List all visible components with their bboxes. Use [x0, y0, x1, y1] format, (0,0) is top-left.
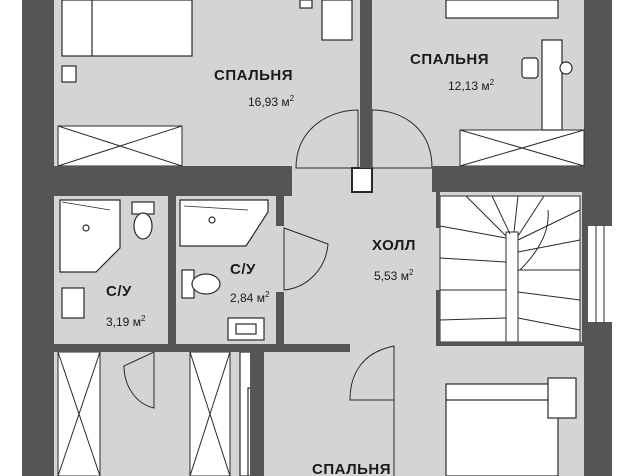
- room-name-bedroom-2: СПАЛЬНЯ: [410, 51, 489, 68]
- bathroom-2-fixtures: [179, 199, 269, 341]
- bed-bedroom-3: [445, 383, 559, 476]
- staircase: [439, 195, 581, 343]
- room-area-bathroom-1: 3,19 м2: [106, 314, 146, 329]
- room-name-bathroom-1: С/У: [106, 283, 132, 300]
- room-name-bedroom-1: СПАЛЬНЯ: [214, 67, 293, 84]
- beds: [61, 0, 577, 476]
- room-area-bedroom-1: 16,93 м2: [248, 94, 295, 109]
- door-swings: [123, 109, 433, 476]
- bed-bedroom-1: [61, 0, 193, 57]
- desk-bedroom-2: [541, 39, 563, 131]
- room-area-bathroom-2: 2,84 м2: [230, 290, 270, 305]
- window-right: [588, 226, 612, 322]
- room-area-bedroom-2: 12,13 м2: [448, 78, 495, 93]
- shower-icon: [179, 199, 269, 247]
- exterior-margin-right: [612, 0, 634, 476]
- room-area-hall: 5,53 м2: [374, 268, 414, 283]
- structural-column: [351, 167, 373, 193]
- room-name-bedroom-3: СПАЛЬНЯ: [312, 461, 391, 476]
- exterior-margin-left: [0, 0, 22, 476]
- toilet-icon: [131, 201, 155, 215]
- bathroom-1-fixtures: [59, 199, 155, 319]
- room-name-bathroom-2: С/У: [230, 261, 256, 278]
- room-labels: СПАЛЬНЯ 16,93 м2 СПАЛЬНЯ 12,13 м2 ХОЛЛ 5…: [106, 51, 495, 476]
- chair-icon: [321, 0, 573, 79]
- bed-bedroom-2: [445, 0, 559, 19]
- room-name-hall: ХОЛЛ: [372, 237, 416, 254]
- shower-icon: [59, 199, 121, 273]
- interior-walls: [54, 166, 584, 476]
- sink-icon: [61, 287, 85, 319]
